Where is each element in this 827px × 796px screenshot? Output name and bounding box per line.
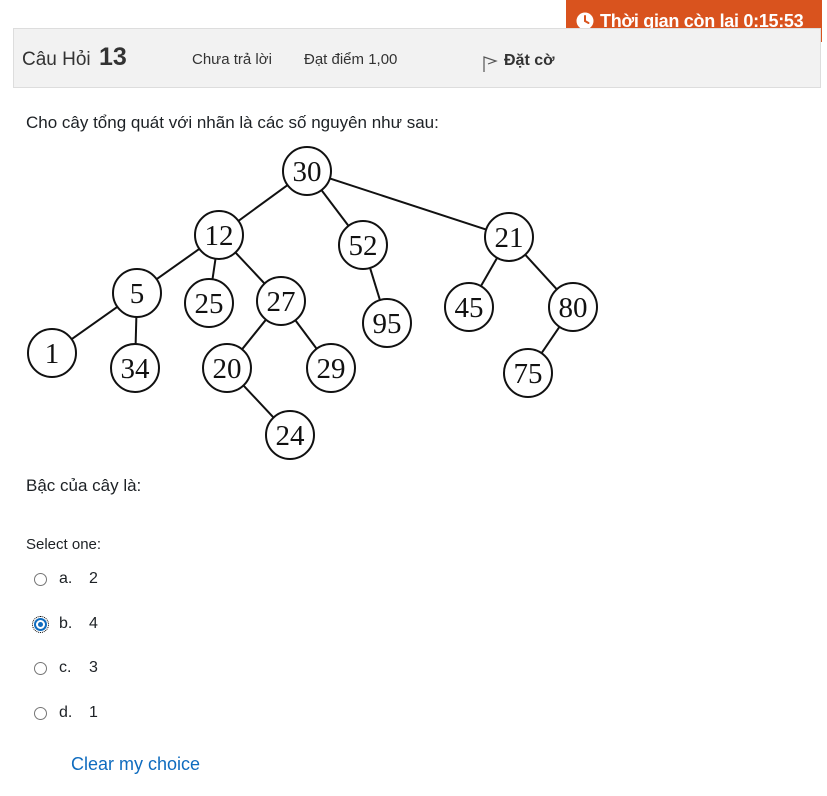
tree-node-circle <box>484 212 534 262</box>
tree-node-27: 27 <box>256 276 306 326</box>
tree-node-circle <box>194 210 244 260</box>
question-intro: Cho cây tổng quát với nhãn là các số ngu… <box>26 113 439 132</box>
tree-node-circle <box>265 410 315 460</box>
tree-node-95: 95 <box>362 298 412 348</box>
tree-node-34: 34 <box>110 343 160 393</box>
tree-node-circle <box>256 276 306 326</box>
tree-edge-12-25 <box>211 258 217 280</box>
option-c[interactable]: c. 3 <box>34 659 98 677</box>
tree-edge-12-5 <box>156 248 200 280</box>
radio-d[interactable] <box>34 706 47 720</box>
flag-icon <box>483 56 498 72</box>
tree-edge-27-29 <box>294 319 318 350</box>
tree-node-label: 24 <box>276 420 306 452</box>
option-c-value: 3 <box>89 659 98 676</box>
tree-node-80: 80 <box>548 282 598 332</box>
tree-node-label: 20 <box>213 353 242 385</box>
tree-node-label: 45 <box>455 292 484 324</box>
clear-choice-link[interactable]: Clear my choice <box>71 754 201 774</box>
question-grade: Đạt điểm 1,00 <box>304 51 398 68</box>
tree-node-12: 12 <box>194 210 244 260</box>
question-word: Câu Hỏi <box>22 49 91 70</box>
tree-node-52: 52 <box>338 220 388 270</box>
tree-node-label: 34 <box>121 353 151 385</box>
radio-a[interactable] <box>34 572 47 586</box>
tree-node-20: 20 <box>202 343 252 393</box>
tree-edge-30-21 <box>329 177 487 231</box>
tree-node-1: 1 <box>27 328 77 378</box>
tree-node-label: 27 <box>267 286 296 318</box>
tree-node-45: 45 <box>444 282 494 332</box>
tree-node-circle <box>444 282 494 332</box>
tree-node-circle <box>112 268 162 318</box>
tree-node-circle <box>184 278 234 328</box>
tree-node-circle <box>503 348 553 398</box>
question-info-bar: Câu Hỏi 13 Chưa trả lời Đạt điểm 1,00 Đặ… <box>13 28 821 88</box>
tree-edge-12-27 <box>234 251 266 285</box>
tree-node-25: 25 <box>184 278 234 328</box>
tree-node-circle <box>27 328 77 378</box>
clock-icon <box>576 12 594 30</box>
tree-node-circle <box>362 298 412 348</box>
tree-node-label: 80 <box>559 292 588 324</box>
radio-c[interactable] <box>34 661 47 675</box>
tree-node-circle <box>202 343 252 393</box>
tree-edge-52-95 <box>369 267 381 301</box>
option-a-value: 2 <box>89 570 98 587</box>
flag-question-button[interactable]: Đặt cờ <box>482 49 555 73</box>
tree-edge-80-75 <box>540 326 561 354</box>
option-a-letter: a. <box>59 570 73 587</box>
tree-edge-5-34 <box>134 316 138 345</box>
tree-node-label: 95 <box>373 308 402 340</box>
tree-edge-21-80 <box>524 254 558 290</box>
tree-node-label: 29 <box>317 353 346 385</box>
tree-node-label: 30 <box>293 156 322 188</box>
tree-node-label: 5 <box>130 278 145 310</box>
question-number-value: 13 <box>98 43 127 71</box>
tree-node-label: 75 <box>514 358 543 390</box>
tree-node-24: 24 <box>265 410 315 460</box>
option-d-letter: d. <box>59 704 73 721</box>
tree-node-21: 21 <box>484 212 534 262</box>
tree-node-label: 52 <box>349 230 378 262</box>
question-number: Câu Hỏi 13 <box>22 43 127 72</box>
option-b-value: 4 <box>89 615 98 632</box>
option-b-letter: b. <box>59 615 73 632</box>
option-d-value: 1 <box>89 704 98 721</box>
tree-edge-20-24 <box>242 384 275 419</box>
question-ask: Bậc của cây là: <box>26 476 142 495</box>
option-c-letter: c. <box>59 659 72 676</box>
tree-node-label: 1 <box>45 338 60 370</box>
option-d[interactable]: d. 1 <box>34 704 98 722</box>
radio-b[interactable] <box>32 615 49 633</box>
tree-node-circle <box>338 220 388 270</box>
tree-edge-30-52 <box>320 189 350 227</box>
timer-text: Thời gian còn lại 0:15:53 <box>600 10 804 31</box>
option-b[interactable]: b. 4 <box>32 615 98 633</box>
tree-node-29: 29 <box>306 343 356 393</box>
question-state: Chưa trả lời <box>192 51 272 68</box>
tree-node-circle <box>110 343 160 393</box>
tree-node-75: 75 <box>503 348 553 398</box>
tree-node-label: 12 <box>205 220 234 252</box>
tree-edge-27-20 <box>241 319 267 350</box>
tree-edge-21-45 <box>480 257 498 287</box>
tree-node-label: 25 <box>195 288 224 320</box>
tree-edge-30-12 <box>237 184 289 222</box>
tree-edge-5-1 <box>71 306 118 340</box>
tree-node-circle <box>282 146 332 196</box>
select-prompt: Select one: <box>26 536 102 553</box>
tree-node-label: 21 <box>495 222 524 254</box>
tree-node-30: 30 <box>282 146 332 196</box>
flag-label: Đặt cờ <box>504 52 555 69</box>
tree-node-circle <box>548 282 598 332</box>
tree-node-5: 5 <box>112 268 162 318</box>
option-a[interactable]: a. 2 <box>34 570 98 588</box>
tree-node-circle <box>306 343 356 393</box>
tree-diagram: 30 12 52 21 5 25 27 95 45 80 1 34 20 29 75 24 <box>27 146 598 460</box>
